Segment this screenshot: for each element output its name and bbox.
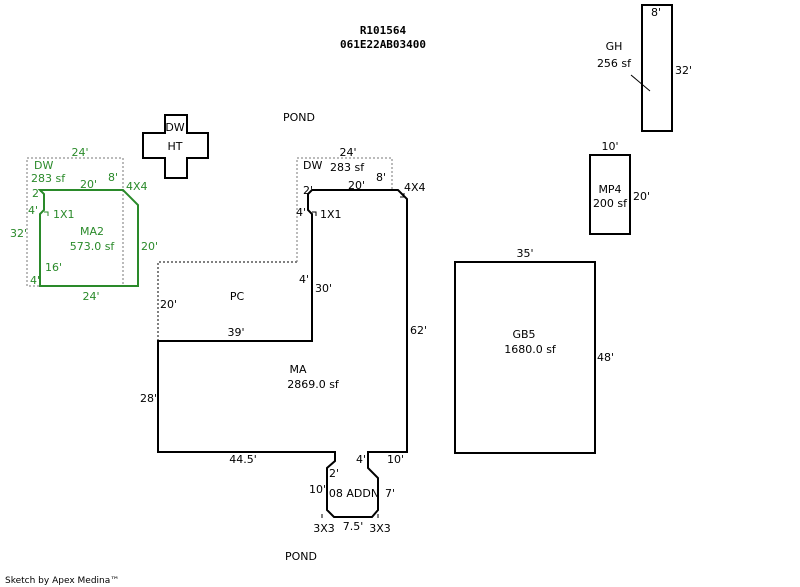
account-number: 061E22AB03400	[340, 38, 426, 51]
ma-dim-4x4: 4X4	[404, 181, 426, 194]
footer-credit: Sketch by Apex Medina™	[5, 576, 119, 586]
gh-top-dim: 8'	[651, 6, 661, 19]
gh-side-dim: 32'	[675, 64, 692, 77]
addn-dim-7-5: 7.5'	[343, 520, 364, 533]
ma-dim-10-right: 10'	[387, 453, 404, 466]
ma-dim-1x1: 1X1	[320, 208, 342, 221]
gb5-side-dim: 48'	[597, 351, 614, 364]
ma-dw-label: DW	[303, 159, 322, 172]
ma2-dw-top-dim: 24'	[71, 146, 88, 159]
addn-dim-2: 2'	[329, 467, 339, 480]
gh-pointer	[630, 74, 651, 92]
mp4-area: 200 sf	[593, 197, 628, 210]
ma2-dw-label: DW	[34, 159, 53, 172]
ma-dim-4b: 4'	[299, 273, 309, 286]
addn-dim-10: 10'	[309, 483, 326, 496]
ma-dim-39: 39'	[227, 326, 244, 339]
ma2-dim-4b: 4'	[30, 274, 40, 287]
ht-label: HT	[168, 140, 183, 153]
ma2-dim-24-bottom: 24'	[82, 290, 99, 303]
ma-dim-28: 28'	[140, 392, 157, 405]
ma2-dim-20-right: 20'	[141, 240, 158, 253]
gb5-top-dim: 35'	[516, 247, 533, 260]
addn-dim-3x3-left: 3X3	[313, 522, 335, 535]
mp4-side-dim: 20'	[633, 190, 650, 203]
gb5-label: GB5	[512, 328, 535, 341]
pond-label-top: POND	[283, 111, 315, 124]
ma2-dim-2: 2'	[32, 187, 42, 200]
ma2-dim-4x4: 4X4	[126, 180, 148, 193]
mp4-top-dim: 10'	[601, 140, 618, 153]
addn-3x3-marks	[321, 514, 379, 518]
ma2-outline	[37, 189, 139, 287]
ma2-dim-8: 8'	[108, 171, 118, 184]
ma-dim-30: 30'	[315, 282, 332, 295]
ma2-dim-20-top: 20'	[80, 178, 97, 191]
dw-ht-outline	[142, 114, 209, 179]
gb5-area: 1680.0 sf	[504, 343, 557, 356]
ma-label: MA	[289, 363, 306, 376]
gh-label: GH	[606, 40, 623, 53]
ma2-dw-area: 283 sf	[31, 172, 66, 185]
pc-label: PC	[230, 290, 245, 303]
ma-dw-area: 283 sf	[330, 161, 365, 174]
ma-dim-62: 62'	[410, 324, 427, 337]
pc-side-dim: 20'	[160, 298, 177, 311]
addn-label: 08 ADDN	[329, 487, 379, 500]
ma-dim-4c: 4'	[356, 453, 366, 466]
dw-label: DW	[165, 121, 184, 134]
ma2-dim-4a: 4'	[28, 204, 38, 217]
ma-dim-2: 2'	[303, 184, 313, 197]
addn-dim-7: 7'	[385, 487, 395, 500]
gh-outline	[641, 4, 673, 132]
ma-dim-4a: 4'	[296, 206, 306, 219]
ma-dim-44-5: 44.5'	[229, 453, 257, 466]
ma-dw-outline	[296, 157, 393, 262]
ma2-dim-32: 32'	[10, 227, 27, 240]
pc-outline	[157, 261, 298, 341]
mp4-label: MP4	[598, 183, 621, 196]
ma-dim-8: 8'	[376, 171, 386, 184]
addn-dim-3x3-right: 3X3	[369, 522, 391, 535]
ma2-label: MA2	[80, 225, 104, 238]
mp4-outline	[589, 154, 631, 235]
ma-4x4-mark	[400, 193, 405, 198]
ma-1x1-mark	[312, 211, 317, 216]
ma2-dim-16: 16'	[45, 261, 62, 274]
ma-outline	[157, 189, 408, 518]
ma2-dim-1x1: 1X1	[53, 208, 75, 221]
gb5-outline	[454, 261, 596, 454]
ma-area: 2869.0 sf	[287, 378, 340, 391]
ma2-area: 573.0 sf	[70, 240, 116, 253]
ma2-1x1-mark	[44, 211, 49, 216]
ma-dim-20: 20'	[348, 179, 365, 192]
ma-dw-top-dim: 24'	[339, 146, 356, 159]
gh-area: 256 sf	[597, 57, 632, 70]
pond-label-bottom: POND	[285, 550, 317, 563]
parcel-id: R101564	[360, 24, 407, 37]
